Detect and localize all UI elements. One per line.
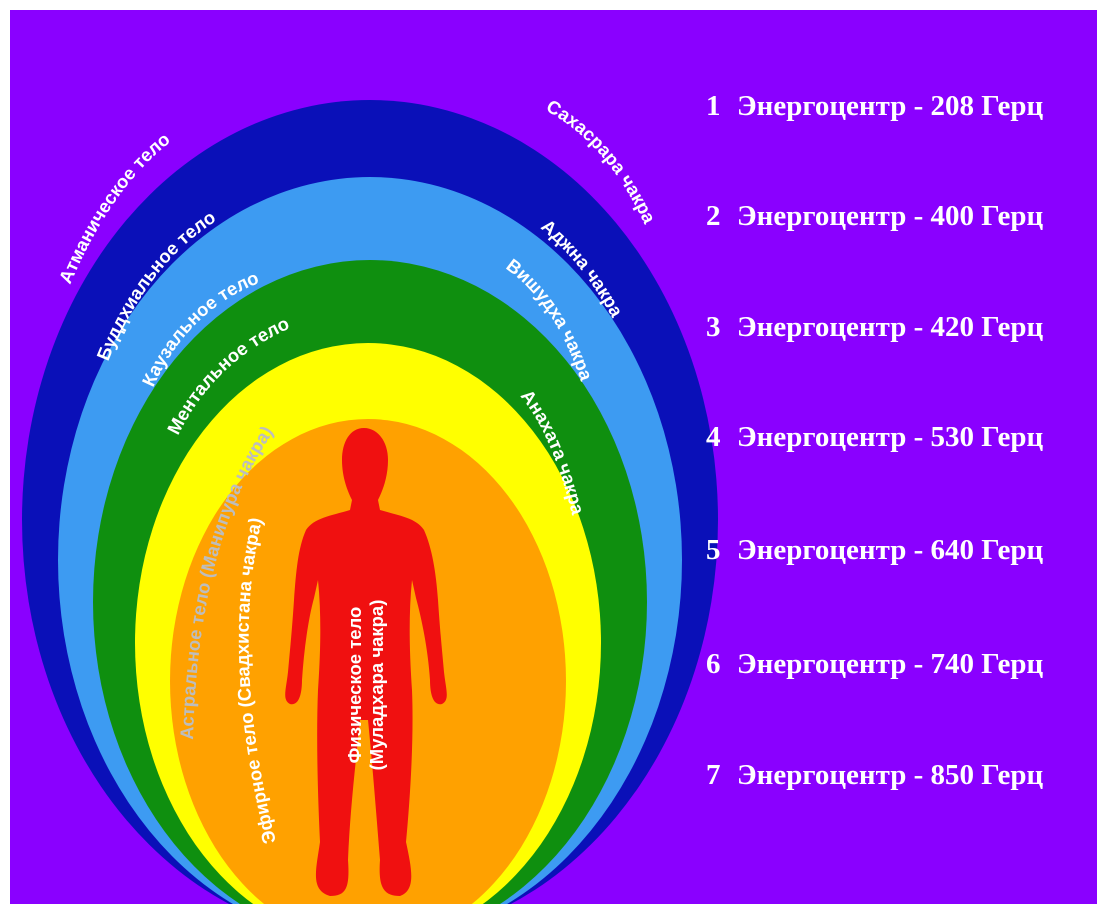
physical-body-label-group: Физическое тело (Муладхара чакра) [344,600,387,771]
frequency-number: 2 [706,200,721,232]
frequency-number: 3 [706,311,721,343]
frequency-row: 5 Энергоцентр - 640 Герц [706,534,1043,566]
frequency-row: 3 Энергоцентр - 420 Герц [706,311,1043,343]
frequency-row: 7 Энергоцентр - 850 Герц [706,759,1043,791]
frequency-number: 6 [706,648,721,680]
label-physical-body: Физическое тело [344,607,365,764]
frequency-text: Энергоцентр - 400 Герц [737,200,1043,232]
frequency-number: 5 [706,534,721,566]
frequency-number: 7 [706,759,721,791]
label-muladhara-chakra: (Муладхара чакра) [366,600,387,771]
frequency-text: Энергоцентр - 208 Герц [737,90,1043,122]
frequency-text: Энергоцентр - 530 Герц [737,421,1043,453]
frequency-row: 1 Энергоцентр - 208 Герц [706,90,1043,122]
frequency-row: 6 Энергоцентр - 740 Герц [706,648,1043,680]
bottom-strip [10,904,1097,914]
frequency-number: 1 [706,90,721,122]
frequency-text: Энергоцентр - 640 Герц [737,534,1043,566]
frequency-number: 4 [706,421,721,453]
frequency-text: Энергоцентр - 850 Герц [737,759,1043,791]
frequency-text: Энергоцентр - 420 Герц [737,311,1043,343]
frequency-text: Энергоцентр - 740 Герц [737,648,1043,680]
frequency-row: 4 Энергоцентр - 530 Герц [706,421,1043,453]
frequency-row: 2 Энергоцентр - 400 Герц [706,200,1043,232]
